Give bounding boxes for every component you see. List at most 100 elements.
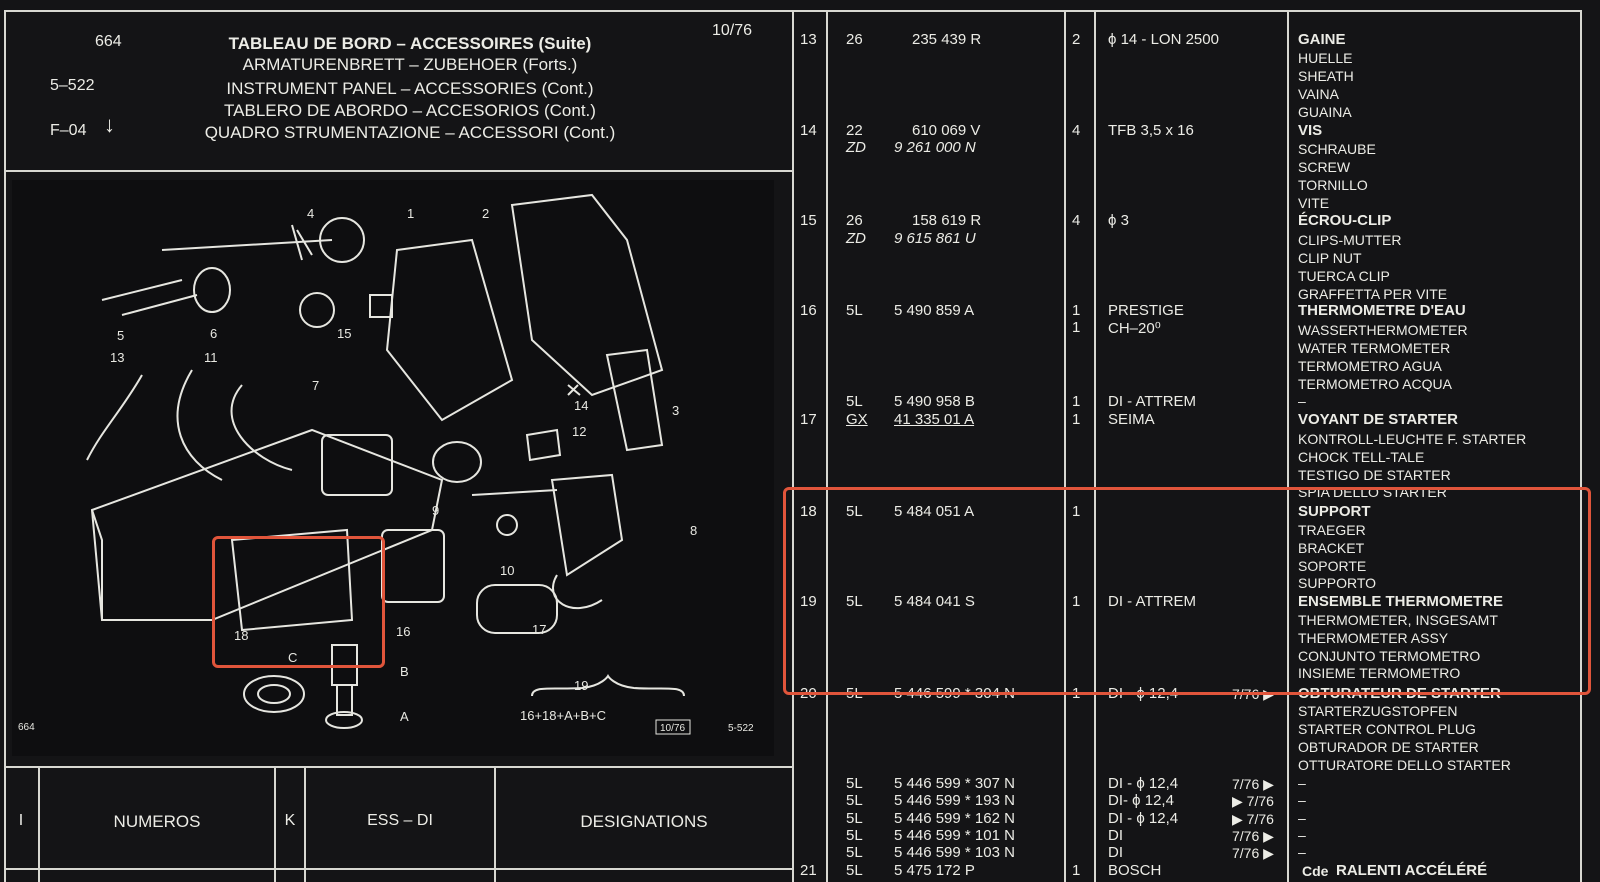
row19-item: 19 xyxy=(800,593,817,610)
row14-name-fr: VIS xyxy=(1298,122,1323,139)
row13-qty: 2 xyxy=(1072,31,1081,48)
row15-code: 26 xyxy=(846,212,863,229)
row18-number: 5 484 051 A xyxy=(894,503,975,520)
callout-3: 3 xyxy=(672,403,679,418)
callout-12: 12 xyxy=(572,424,586,439)
header-date: 10/76 xyxy=(712,22,753,39)
row18-item: 18 xyxy=(800,503,817,520)
panel-housing-edge xyxy=(91,509,103,620)
row20v1-name: – xyxy=(1298,775,1306,791)
header-title-it: QUADRO STRUMENTAZIONE – ACCESSORI (Cont.… xyxy=(204,123,616,142)
row21-number: 5 475 172 P xyxy=(894,862,975,879)
sender-b xyxy=(331,644,358,716)
callout-6: 6 xyxy=(210,326,217,341)
callout-18: 18 xyxy=(234,628,248,643)
row18-qty: 1 xyxy=(1072,503,1081,520)
row20-name-en: STARTER CONTROL PLUG xyxy=(1298,721,1476,737)
row15-name-es: TUERCA CLIP xyxy=(1298,268,1390,284)
page-number: 664 xyxy=(95,33,122,50)
row13-code: 26 xyxy=(846,31,863,48)
row20v5-number: 5 446 599 * 103 N xyxy=(894,844,1015,861)
row15-number2: 9 615 861 U xyxy=(894,230,976,247)
th-k: K xyxy=(284,812,296,829)
row21-code: 5L xyxy=(846,862,863,879)
row15-name-de: CLIPS-MUTTER xyxy=(1298,232,1402,248)
callout-5: 5 xyxy=(117,328,124,343)
left-panel-border-right xyxy=(792,10,794,882)
row16-code: 5L xyxy=(846,302,863,319)
row15-name-it: GRAFFETTA PER VITE xyxy=(1298,286,1448,302)
cable-cap xyxy=(319,217,365,263)
header-title-es: TABLERO DE ABORDO – ACCESORIOS (Cont.) xyxy=(224,101,596,120)
row19-name-fr: ENSEMBLE THERMOMETRE xyxy=(1298,593,1504,610)
right-col-sep-qty xyxy=(1064,10,1066,882)
callout-19: 19 xyxy=(574,678,588,693)
th-ess-di: ESS – DI xyxy=(367,812,433,829)
part-10 xyxy=(496,514,518,536)
th-col-sep-1 xyxy=(38,766,40,882)
console-cover xyxy=(510,193,664,397)
row13-name-fr: GAINE xyxy=(1298,31,1346,48)
callout-b: B xyxy=(400,664,409,679)
telltale-wire xyxy=(552,574,603,610)
telltale-8 xyxy=(550,473,624,577)
row17-spec: SEIMA xyxy=(1108,411,1155,428)
row16-spec2: CH–20⁰ xyxy=(1108,320,1161,337)
row16-name-fr: THERMOMETRE D'EAU xyxy=(1298,302,1466,319)
row13-name-it: GUAINA xyxy=(1298,104,1352,120)
row20v4-name: – xyxy=(1298,827,1306,843)
right-panel-border-top xyxy=(794,10,1582,12)
row13-name-es: VAINA xyxy=(1298,86,1339,102)
row17-code: GX xyxy=(846,411,868,428)
row14-name-de: SCHRAUBE xyxy=(1298,141,1376,157)
row17-name-fr: VOYANT DE STARTER xyxy=(1298,411,1459,428)
row13-number: 235 439 R xyxy=(912,31,982,48)
diagram-callouts: 4 1 2 3 5 6 7 8 9 10 11 12 13 14 15 16 1… xyxy=(110,206,697,724)
th-col-sep-2 xyxy=(274,766,276,882)
header-divider xyxy=(4,170,794,172)
sheath-cable xyxy=(101,279,198,316)
callout-1: 1 xyxy=(407,206,414,221)
row14-item: 14 xyxy=(800,122,817,139)
callout-2: 2 xyxy=(482,206,489,221)
row21-qty: 1 xyxy=(1072,862,1081,879)
row18-name-fr: SUPPORT xyxy=(1298,503,1371,520)
row18-name-de: TRAEGER xyxy=(1298,522,1366,538)
row20v1-spec: DI - ϕ 12,4 xyxy=(1108,775,1179,792)
section-ref: 5–522 xyxy=(50,77,95,94)
row16b-number: 5 490 958 B xyxy=(894,393,975,410)
row14-number2: 9 261 000 N xyxy=(894,139,976,156)
header-title-de: ARMATURENBRETT – ZUBEHOER (Forts.) xyxy=(242,55,578,74)
row20v2-name: – xyxy=(1298,792,1306,808)
diagram-footer-right: 5-522 xyxy=(728,723,754,734)
row20v2-number: 5 446 599 * 193 N xyxy=(894,792,1015,809)
row20v5-code: 5L xyxy=(846,844,863,861)
row20v2-code: 5L xyxy=(846,792,863,809)
row17-name-es: TESTIGO DE STARTER xyxy=(1298,467,1451,483)
callout-10: 10 xyxy=(500,563,514,578)
grommet xyxy=(299,292,335,328)
washer-a xyxy=(325,711,363,729)
callout-a: A xyxy=(400,709,409,724)
thermometer-16 xyxy=(381,529,445,603)
row20v5-name: – xyxy=(1298,844,1306,860)
row17-number: 41 335 01 A xyxy=(894,411,975,428)
switch-plate xyxy=(321,434,393,496)
row19-code: 5L xyxy=(846,593,863,610)
cable-knob xyxy=(193,267,231,313)
group-formula: 16+18+A+B+C xyxy=(520,708,606,723)
row20v4-number: 5 446 599 * 101 N xyxy=(894,827,1015,844)
row19-name-en: THERMOMETER ASSY xyxy=(1298,630,1449,646)
row16-qty2: 1 xyxy=(1072,319,1081,336)
row18-name-es: SOPORTE xyxy=(1298,558,1367,574)
row20v4-date: 7/76 ▶ xyxy=(1232,828,1274,844)
diagram-footer-date: 10/76 xyxy=(660,723,685,734)
row20-name-de: STARTERZUGSTOPFEN xyxy=(1298,703,1458,719)
row17-name-de: KONTROLL-LEUCHTE F. STARTER xyxy=(1298,431,1527,447)
row20v3-code: 5L xyxy=(846,810,863,827)
row16-spec1: PRESTIGE xyxy=(1108,302,1184,319)
left-panel-border-top xyxy=(4,10,794,12)
row20v3-number: 5 446 599 * 162 N xyxy=(894,810,1015,827)
right-panel-border-right xyxy=(1580,10,1582,882)
row19-name-it: INSIEME TERMOMETRO xyxy=(1298,665,1461,681)
